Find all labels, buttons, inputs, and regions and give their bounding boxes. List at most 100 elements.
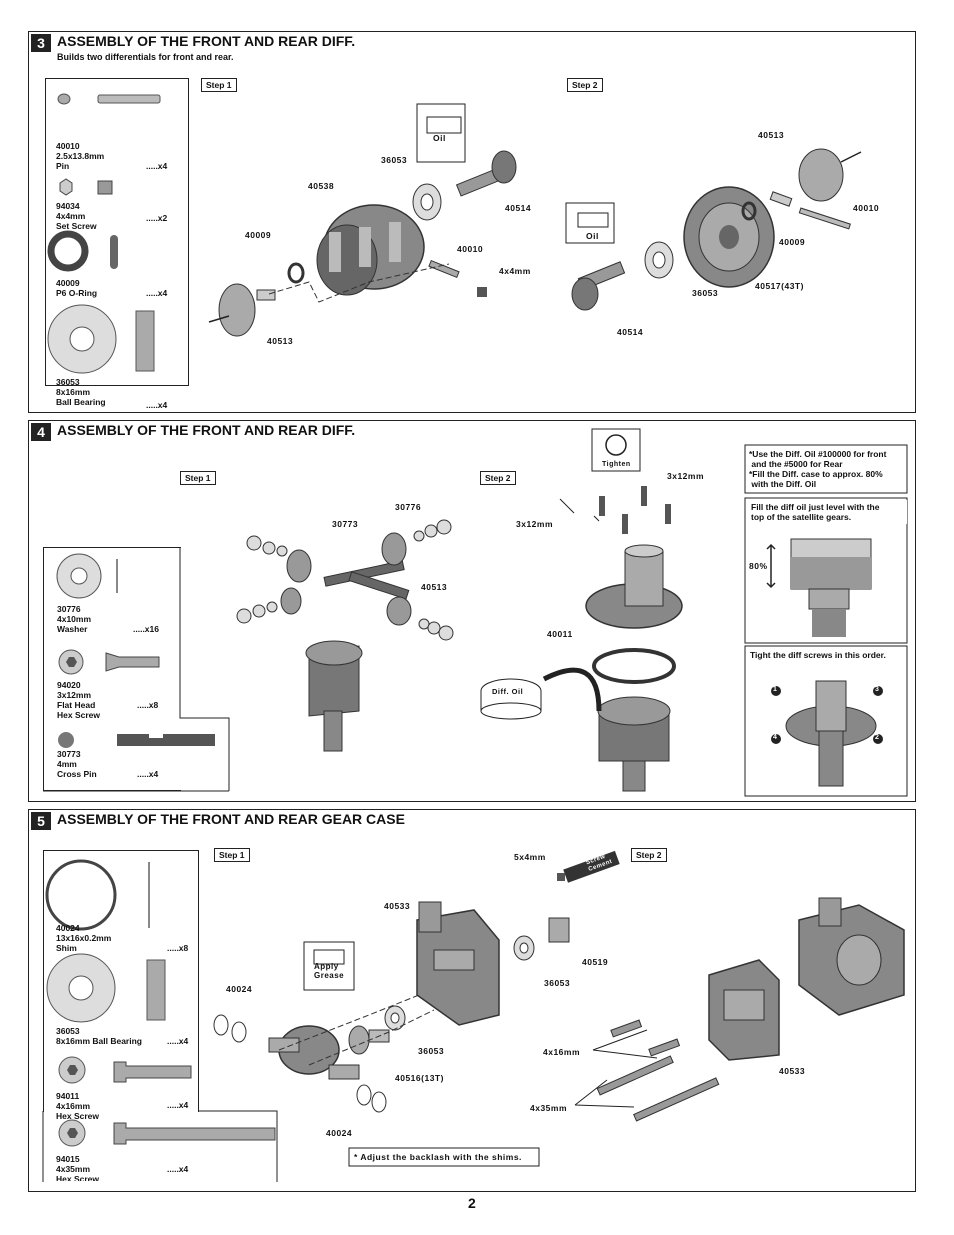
- part-qty: .....x4: [146, 161, 168, 171]
- fill-level-note: Fill the diff oil just level with the to…: [749, 500, 907, 524]
- part-label: 36053 8x16mm Ball Bearing: [56, 377, 106, 407]
- part-label: 40009 P6 O-Ring: [56, 278, 98, 298]
- parts-illustrations: [45, 859, 276, 1147]
- gear-case-drawing: [213, 850, 905, 1167]
- washer-side-icon: [116, 559, 118, 593]
- hex-screw-side-icon: [113, 1122, 276, 1145]
- hex-screw-icon: [596, 1055, 674, 1096]
- part-label: 30776 4x10mm Washer: [57, 604, 92, 634]
- bearing-icon: [513, 935, 535, 961]
- ball-bearing-side-icon: [146, 959, 166, 1021]
- part-callout: 40010: [853, 203, 880, 213]
- screw-order-number: 1: [773, 686, 778, 693]
- section-number: 4: [31, 423, 51, 441]
- part-callout: 40519: [582, 957, 609, 967]
- washer-icon: [246, 535, 288, 557]
- hex-screw-icon: [633, 1077, 720, 1122]
- part-callout: 3x12mm: [667, 471, 705, 481]
- diff-oil-note: *Use the Diff. Oil #100000 for front and…: [746, 447, 906, 491]
- oil-label: Oil: [586, 231, 599, 241]
- pin-icon: [97, 94, 161, 104]
- parts-illustrations: [56, 553, 215, 748]
- diff-oil-label: Diff. Oil: [492, 687, 524, 696]
- pin-icon: [428, 259, 460, 279]
- screw-order-note: Tight the diff screws in this order.: [747, 648, 905, 662]
- diff-gears-drawing: [236, 428, 908, 797]
- parts-list: 40010 2.5x13.8mm Pin .....x4 94034 4x4mm…: [45, 78, 189, 410]
- gear-case-assembled-icon: [708, 959, 780, 1061]
- part-callout: 36053: [418, 1046, 445, 1056]
- washer-icon: [413, 519, 452, 542]
- oil-bottle-icon: [565, 202, 615, 244]
- part-callout: 40517(43T): [755, 281, 804, 291]
- part-callout: 36053: [544, 978, 571, 988]
- screw-order-number: 2: [875, 734, 880, 741]
- flat-head-screw-side-icon: [105, 652, 160, 672]
- part-label: 94020 3x12mm Flat Head Hex Screw: [57, 680, 100, 720]
- diff-cutaway-icon: [766, 538, 872, 637]
- cross-pin-assembly-icon: [323, 560, 410, 600]
- part-callout: 36053: [692, 288, 719, 298]
- part-label: 30773 4mm Cross Pin: [57, 749, 97, 779]
- outdrive-icon: [455, 150, 517, 197]
- washer-icon: [236, 601, 278, 624]
- o-ring-icon: [741, 201, 757, 221]
- part-callout: 4x16mm: [543, 1047, 581, 1057]
- part-callout: 40009: [779, 237, 806, 247]
- diff-case-icon: [597, 696, 671, 792]
- apply-grease-label: Apply Grease: [314, 962, 345, 980]
- o-ring-icon: [287, 262, 305, 284]
- diff-assembly-drawing: [208, 103, 862, 337]
- bevel-gear-icon: [381, 532, 407, 566]
- part-callout: 36053: [381, 155, 408, 165]
- pin-icon: [769, 191, 793, 207]
- step-2-label: Step 2: [567, 78, 603, 92]
- set-screw-icon: [59, 178, 73, 196]
- part-label: 94015 4x35mm Hex Screw: [56, 1154, 99, 1181]
- bevel-gear-icon: [798, 148, 844, 202]
- part-label: 40010 2.5x13.8mm Pin: [56, 141, 105, 171]
- o-ring-icon: [47, 230, 89, 272]
- grease-tube-icon: [303, 941, 355, 991]
- flat-head-screw-icon: [599, 486, 671, 534]
- outdrive-icon: [571, 261, 626, 311]
- part-callout: 40538: [308, 181, 335, 191]
- screw-order-number: 4: [773, 734, 778, 741]
- outdrive-icon: [548, 917, 570, 943]
- shim-icon: [213, 1014, 247, 1043]
- section-4: 4 ASSEMBLY OF THE FRONT AND REAR DIFF. 3…: [28, 420, 916, 802]
- screw-order-note-text: Tight the diff screws in this order.: [750, 650, 886, 660]
- step-1-label: Step 1: [201, 78, 237, 92]
- part-callout: 40514: [617, 327, 644, 337]
- diff-assembly-icon: [268, 1025, 360, 1080]
- fill-level-note-text: Fill the diff oil just level with the to…: [751, 502, 880, 522]
- fill-percent-label: 80%: [749, 561, 768, 571]
- section-title: ASSEMBLY OF THE FRONT AND REAR GEAR CASE: [57, 811, 405, 827]
- part-callout: 40024: [326, 1128, 353, 1138]
- part-qty: .....x4: [167, 1164, 189, 1174]
- part-callout: 40513: [758, 130, 785, 140]
- oil-label: Oil: [433, 133, 446, 143]
- part-callout: 40514: [505, 203, 532, 213]
- gear-case-assembled-icon: [798, 897, 905, 1016]
- hex-screw-side-icon: [113, 1061, 192, 1083]
- parts-list-border: [42, 1110, 278, 1182]
- cross-pin-end-icon: [58, 732, 74, 748]
- o-ring-side-icon: [110, 235, 118, 269]
- shim-icon: [356, 1084, 387, 1113]
- step-1-label: Step 1: [214, 848, 250, 862]
- section-number: 5: [31, 812, 51, 830]
- part-callout: 40533: [384, 901, 411, 911]
- bearing-icon: [412, 183, 442, 221]
- backlash-note: * Adjust the backlash with the shims.: [354, 1152, 522, 1162]
- part-label: 40024 13x16x0.2mm Shim: [56, 923, 112, 953]
- screw-order-number: 3: [875, 686, 880, 693]
- part-label: 94034 4x4mm Set Screw: [56, 201, 97, 231]
- part-callout: 5x4mm: [514, 852, 546, 862]
- part-callout: 40024: [226, 984, 253, 994]
- part-qty: .....x16: [133, 624, 159, 634]
- diff-case-icon: [305, 640, 363, 752]
- bevel-gear-icon: [386, 596, 412, 626]
- ring-gear-icon: [683, 186, 775, 288]
- bevel-gear-icon: [286, 549, 312, 583]
